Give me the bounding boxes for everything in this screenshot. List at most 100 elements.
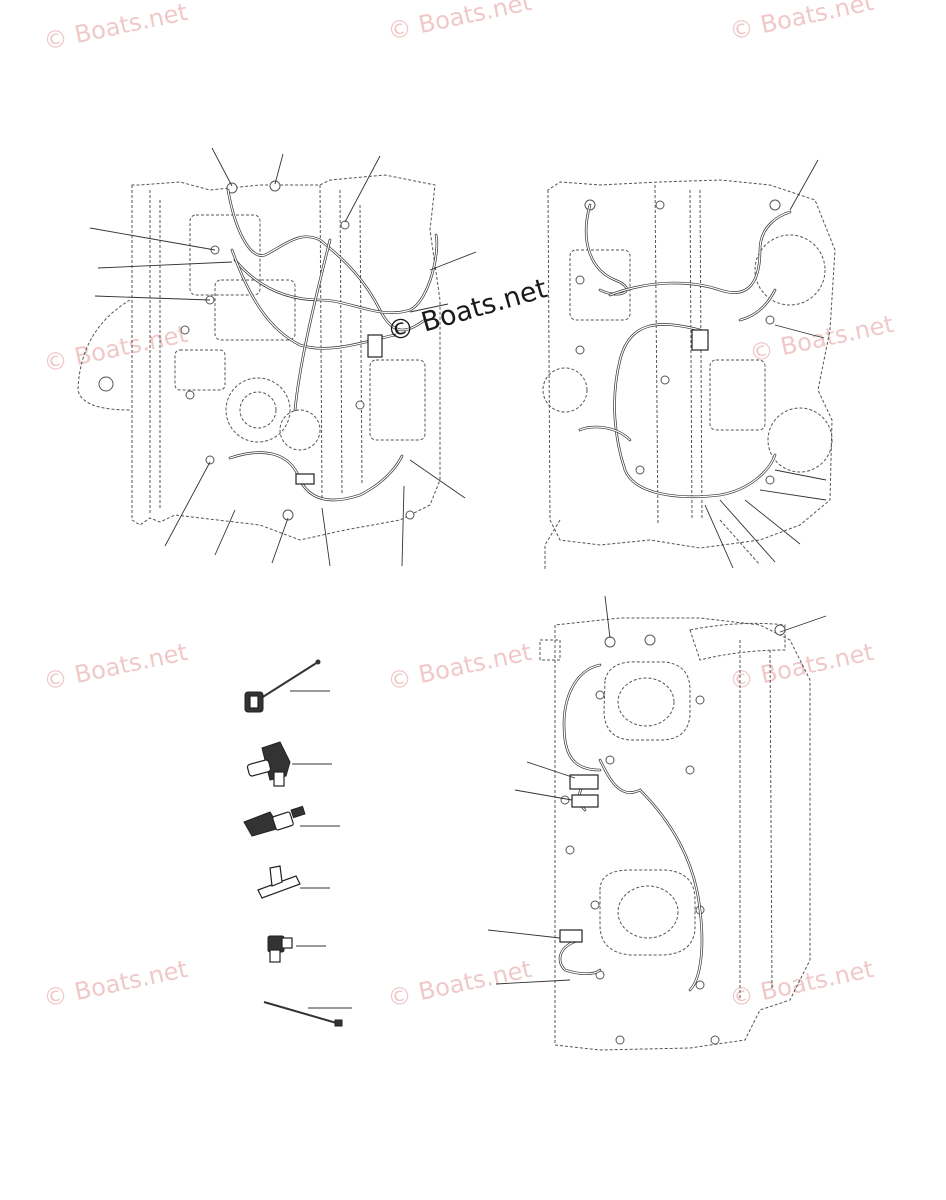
leader-line (409, 459, 466, 499)
leader-line (495, 979, 571, 985)
leader-line (719, 499, 776, 563)
bolt (282, 509, 294, 521)
pump-housing (279, 409, 321, 451)
bolt (98, 376, 114, 392)
engine-block-outline (554, 617, 811, 1051)
cavity (214, 279, 296, 341)
parts-list (243, 659, 352, 1027)
bolt (635, 465, 645, 475)
engine-block-outline (131, 174, 441, 541)
bolt (615, 1035, 625, 1045)
block-seam (319, 184, 323, 501)
leader-line (429, 251, 477, 271)
engine-block-outline (547, 179, 836, 549)
flywheel-arc (77, 299, 131, 411)
cavity (569, 249, 631, 321)
bolt (355, 400, 365, 410)
temperature-sensor-with-lead (244, 659, 330, 713)
leader-line (526, 761, 576, 779)
leader-line (789, 159, 819, 211)
leader-line (274, 153, 284, 185)
cavity (189, 214, 261, 296)
bolt (340, 220, 350, 230)
engine-view-side (487, 595, 827, 1051)
block-seam (689, 189, 693, 521)
block-seam (359, 204, 363, 486)
bolt (185, 390, 195, 400)
leader-line (744, 499, 801, 545)
thermostat-housing-inner (239, 391, 277, 429)
water-hose (293, 238, 332, 412)
small-elbow-fitting (267, 935, 326, 963)
water-hose (608, 210, 792, 297)
leader-line (774, 469, 827, 481)
bolt (710, 1035, 720, 1045)
water-hose (738, 288, 777, 322)
cavity (369, 359, 426, 441)
bolt (765, 475, 775, 485)
bolt (180, 325, 190, 335)
bolt (685, 765, 695, 775)
leader-line (344, 155, 381, 223)
leader-line (211, 147, 233, 187)
sensor-fitting (571, 794, 599, 808)
sensor-fitting (559, 929, 583, 943)
leader-line (604, 595, 611, 639)
bolt (575, 345, 585, 355)
leader-line (514, 789, 573, 801)
leader-line (704, 504, 734, 569)
bolt (644, 634, 656, 646)
cover-plate (767, 407, 833, 473)
engine-view-front-left (77, 147, 477, 567)
bolt (205, 455, 215, 465)
threaded-sensor-switch (243, 805, 340, 837)
water-hose (558, 938, 602, 976)
water-hose (228, 451, 404, 502)
leader-line (759, 489, 827, 501)
block-seam (654, 184, 659, 526)
elbow-hose-fitting (246, 741, 332, 787)
block-seam (769, 649, 773, 991)
leader-line (779, 615, 827, 633)
exhaust-port (603, 661, 691, 741)
sensor-fitting (569, 774, 599, 790)
bolt (590, 900, 600, 910)
water-hose (233, 233, 439, 315)
cavity (709, 359, 766, 431)
hose-joint (367, 334, 383, 358)
leader-line (774, 324, 825, 339)
block-seam (699, 189, 703, 521)
leader-line (164, 461, 211, 547)
bolt (774, 624, 786, 636)
bolt (575, 275, 585, 285)
cable-tie (263, 1001, 352, 1027)
leader-line (321, 507, 331, 567)
tee-joint (257, 865, 330, 899)
bolt (769, 199, 781, 211)
engine-view-front-right (542, 159, 836, 570)
manifold (689, 622, 786, 661)
bolt (660, 375, 670, 385)
bolt (604, 636, 616, 648)
bolt (269, 180, 281, 192)
bolt (765, 315, 775, 325)
boss (542, 367, 588, 413)
leader-line (94, 295, 211, 301)
leader-line (401, 485, 405, 567)
leader-line (409, 303, 449, 313)
bolt (226, 182, 238, 194)
hose-joint (691, 329, 709, 351)
leader-line (271, 517, 289, 564)
cavity (174, 349, 226, 391)
bolt (695, 980, 705, 990)
leader-line (89, 227, 216, 251)
bolt (605, 755, 615, 765)
block-foot (719, 519, 761, 566)
block-foot (544, 519, 561, 570)
bolt (405, 510, 415, 520)
exhaust-port (599, 869, 696, 956)
cover-plate (754, 234, 826, 306)
leader-line (487, 929, 561, 939)
bolt (560, 795, 570, 805)
